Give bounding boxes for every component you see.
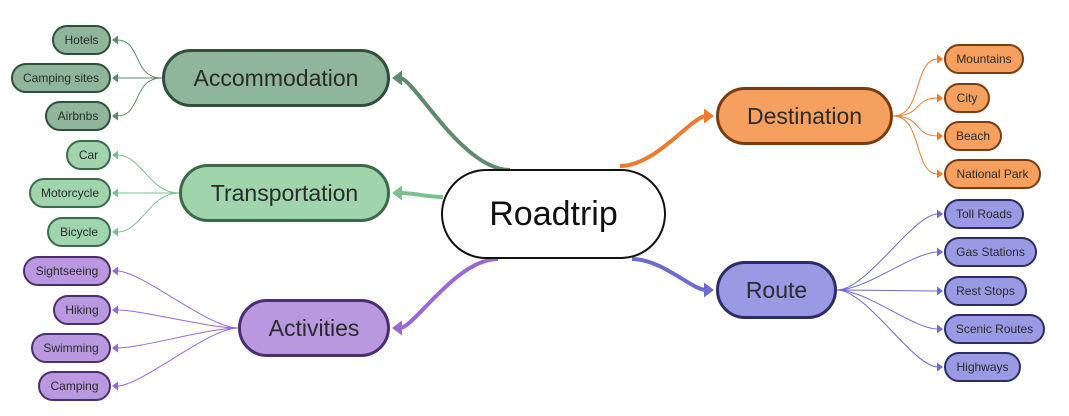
leaf-arrowhead-activities-3 [112,381,118,391]
leaf-connector-activities-1 [116,309,239,329]
leaf-destination-2[interactable]: Beach [944,121,1002,151]
leaf-arrowhead-accommodation-1 [112,73,118,83]
leaf-arrowhead-route-3 [937,324,943,334]
leaf-accommodation-0-label: Hotels [64,33,99,47]
leaf-arrowhead-transportation-0 [112,150,118,160]
leaf-arrowhead-route-2 [937,286,943,296]
leaf-activities-2-label: Swimming [43,341,99,355]
leaf-route-4[interactable]: Highways [944,352,1021,382]
leaf-destination-3[interactable]: National Park [944,159,1041,189]
leaf-route-0[interactable]: Toll Roads [944,199,1024,229]
connector-transportation [399,191,444,199]
branch-route[interactable]: Route [716,261,837,319]
leaf-activities-1-label: Hiking [65,303,99,317]
leaf-transportation-2[interactable]: Bicycle [47,217,111,247]
root-node[interactable]: Roadtrip [441,169,666,259]
branch-activities-label: Activities [268,314,360,341]
leaf-connector-destination-2 [892,115,939,137]
leaf-connector-destination-1 [892,97,939,117]
leaf-arrowhead-destination-3 [937,169,943,179]
branch-destination-label: Destination [746,102,863,129]
leaf-connector-activities-3 [116,327,239,387]
leaf-connector-destination-3 [892,115,939,175]
leaf-transportation-0-label: Car [78,148,99,162]
leaf-arrowhead-destination-1 [937,93,943,103]
arrowhead-transportation [392,185,402,201]
branch-transportation-label: Transportation [210,179,359,206]
leaf-arrowhead-accommodation-2 [112,111,118,121]
leaf-route-3[interactable]: Scenic Routes [944,314,1045,344]
leaf-destination-2-label: Beach [955,129,991,143]
branch-destination[interactable]: Destination [716,87,893,145]
leaf-connector-destination-0 [892,58,939,117]
leaf-accommodation-0[interactable]: Hotels [52,25,111,55]
leaf-activities-1[interactable]: Hiking [53,295,111,325]
leaf-connector-activities-2 [116,327,239,349]
branch-route-label: Route [745,276,808,303]
leaf-activities-0[interactable]: Sightseeing [23,256,111,286]
leaf-activities-3[interactable]: Camping [38,371,111,401]
connector-accommodation [399,76,511,172]
leaf-arrowhead-activities-2 [112,343,118,353]
leaf-connector-accommodation-2 [116,77,163,117]
leaf-destination-1-label: City [956,91,978,105]
leaf-destination-0-label: Mountains [956,52,1012,66]
leaf-transportation-2-label: Bicycle [59,225,98,239]
leaf-connector-route-1 [836,251,939,291]
connector-route [631,257,707,292]
arrowhead-accommodation [392,70,402,86]
branch-accommodation-label: Accommodation [193,64,359,91]
leaf-accommodation-2-label: Airbnbs [57,109,99,123]
leaf-connector-route-4 [836,289,939,368]
leaf-destination-1[interactable]: City [944,83,990,113]
leaf-arrowhead-destination-0 [937,54,943,64]
branch-activities[interactable]: Activities [238,299,390,357]
leaf-accommodation-1[interactable]: Camping sites [11,63,111,93]
leaf-arrowhead-destination-2 [937,131,943,141]
leaf-destination-3-label: National Park [956,167,1029,181]
leaf-arrowhead-activities-1 [112,305,118,315]
leaf-connector-route-0 [836,213,939,291]
connector-activities [399,257,499,330]
leaf-arrowhead-route-4 [937,362,943,372]
leaf-route-0-label: Toll Roads [955,207,1013,221]
leaf-arrowhead-accommodation-0 [112,35,118,45]
leaf-connector-transportation-0 [116,154,180,194]
leaf-connector-route-2 [836,289,939,292]
leaf-activities-3-label: Camping [50,379,99,393]
leaf-transportation-1-label: Motorcycle [40,186,99,200]
leaf-accommodation-2[interactable]: Airbnbs [45,101,111,131]
leaf-connector-transportation-2 [116,192,180,233]
leaf-arrowhead-route-0 [937,209,943,219]
arrowhead-destination [704,108,714,124]
leaf-connector-accommodation-0 [116,39,163,79]
leaf-arrowhead-route-1 [937,247,943,257]
leaf-activities-0-label: Sightseeing [35,264,99,278]
root-node-label: Roadtrip [489,194,618,233]
leaf-route-2[interactable]: Rest Stops [944,276,1027,306]
leaf-connector-activities-0 [116,270,239,329]
leaf-arrowhead-transportation-2 [112,227,118,237]
leaf-route-4-label: Highways [956,360,1009,374]
arrowhead-activities [392,320,402,336]
leaf-route-3-label: Scenic Routes [955,322,1034,336]
connector-destination [619,114,707,168]
arrowhead-route [704,282,714,298]
leaf-route-1-label: Gas Stations [956,245,1025,259]
leaf-accommodation-1-label: Camping sites [22,71,100,85]
leaf-transportation-0[interactable]: Car [66,140,111,170]
leaf-route-2-label: Rest Stops [956,284,1015,298]
leaf-activities-2[interactable]: Swimming [31,333,111,363]
leaf-arrowhead-activities-0 [112,266,118,276]
leaf-arrowhead-transportation-1 [112,188,118,198]
branch-accommodation[interactable]: Accommodation [162,49,390,107]
leaf-route-1[interactable]: Gas Stations [944,237,1037,267]
leaf-transportation-1[interactable]: Motorcycle [29,178,111,208]
leaf-connector-route-3 [836,289,939,330]
branch-transportation[interactable]: Transportation [179,164,390,222]
leaf-destination-0[interactable]: Mountains [944,44,1024,74]
